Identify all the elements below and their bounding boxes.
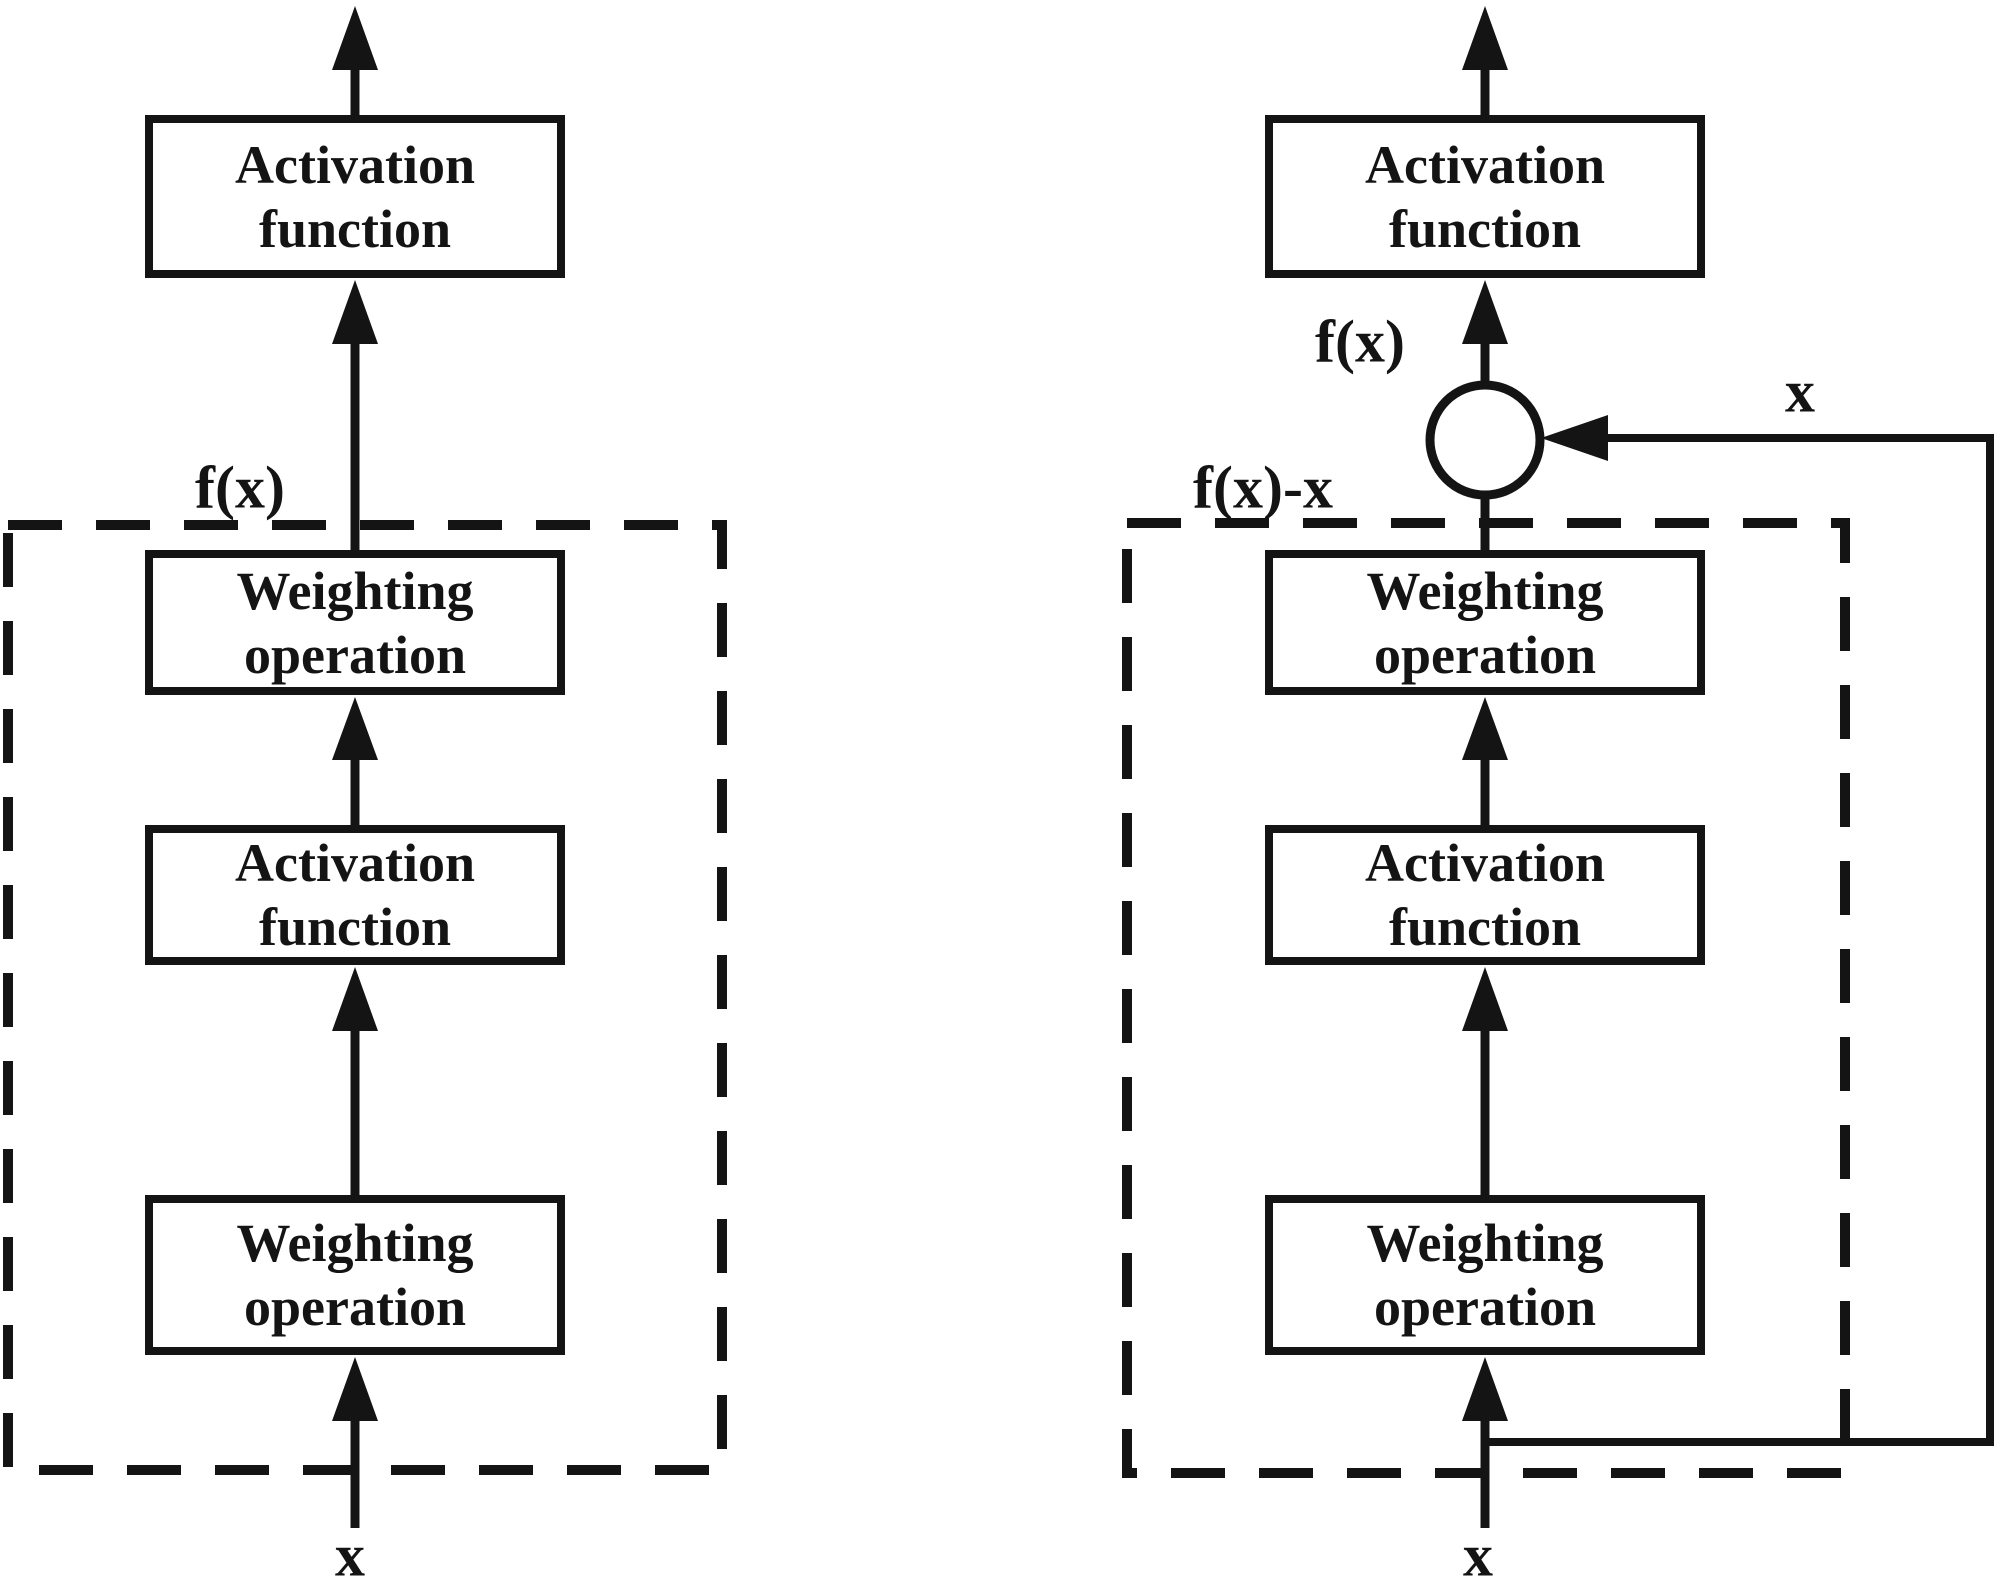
right-activation-mid-box: Activation function [1265, 825, 1705, 965]
box-label-line: operation [1374, 624, 1596, 685]
box-label-line: Activation [1365, 134, 1605, 195]
box-label-line: function [258, 897, 452, 957]
left-input-x-label: x [335, 1522, 365, 1589]
skip-x-label: x [1785, 358, 1815, 425]
left-weighting-bottom-box: Weighting operation [145, 1195, 565, 1355]
right-fx-minus-x-label: f(x)-x [1193, 454, 1333, 521]
sum-node-circle [1425, 380, 1545, 500]
right-lower-mid-arrowhead [1462, 967, 1508, 1031]
left-weighting-top-box: Weighting operation [145, 550, 565, 695]
left-dashed-block-boundary [3, 520, 727, 1475]
left-output-arrowhead [332, 6, 378, 70]
box-label-line: Activation [235, 833, 475, 893]
box-label-line: Weighting [1366, 1213, 1604, 1273]
box-label-line: operation [244, 1277, 466, 1337]
box-label-line: function [1388, 897, 1582, 957]
box-label-line: function [258, 198, 452, 259]
left-fx-arrowhead [332, 280, 378, 344]
right-input-arrowhead [1462, 1357, 1508, 1421]
left-output-activation-box: Activation function [145, 115, 565, 278]
left-fx-label: f(x) [195, 454, 285, 521]
right-output-arrowhead [1462, 6, 1508, 70]
box-label-line: Activation [235, 134, 475, 195]
box-label-line: Activation [1365, 833, 1605, 893]
right-input-x-label: x [1463, 1522, 1493, 1589]
box-label-line: function [1388, 198, 1582, 259]
box-label-line: Weighting [236, 1213, 474, 1273]
left-activation-mid-box: Activation function [145, 825, 565, 965]
skip-connection-arrowhead [1541, 415, 1608, 461]
box-label-line: Weighting [236, 560, 474, 621]
right-output-activation-box: Activation function [1265, 115, 1705, 278]
right-fx-arrowhead [1462, 280, 1508, 344]
box-label-line: operation [1374, 1277, 1596, 1337]
right-weighting-bottom-box: Weighting operation [1265, 1195, 1705, 1355]
box-label-line: Weighting [1366, 560, 1604, 621]
right-mid-upper-arrowhead [1462, 697, 1508, 760]
left-input-arrowhead [332, 1357, 378, 1421]
left-mid-upper-arrowhead [332, 697, 378, 760]
right-fx-label: f(x) [1315, 308, 1405, 375]
left-lower-mid-arrowhead [332, 967, 378, 1031]
skip-connection-line [1485, 434, 1994, 1446]
right-weighting-top-box: Weighting operation [1265, 550, 1705, 695]
box-label-line: operation [244, 624, 466, 685]
